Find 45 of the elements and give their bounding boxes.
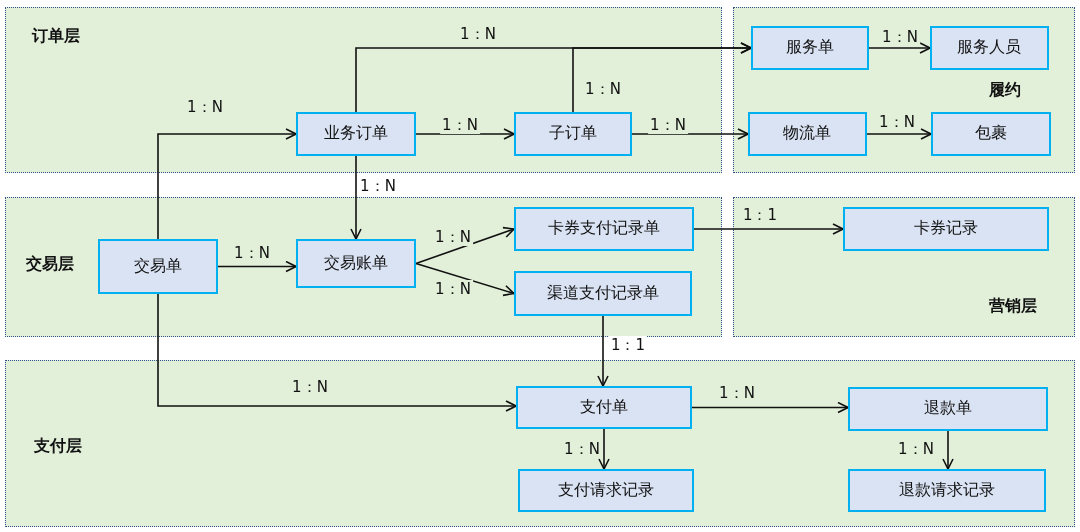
entity-box: 退款请求记录 — [847, 468, 1046, 512]
layer-panel — [5, 7, 722, 173]
arrow — [350, 155, 362, 240]
arrow — [866, 128, 932, 140]
layer-title: 履约 — [989, 80, 1021, 101]
arrow — [415, 262, 515, 297]
arrow — [691, 401, 849, 414]
edge-label: 1：N — [440, 116, 480, 134]
arrow — [157, 293, 517, 412]
arrow — [942, 430, 954, 470]
entity-box: 子订单 — [513, 111, 632, 156]
layer-title: 交易层 — [26, 254, 74, 275]
edge-label: 1：N — [880, 28, 920, 46]
entity-box: 卡券记录 — [842, 206, 1049, 251]
arrow — [597, 315, 609, 387]
arrow — [217, 260, 297, 273]
arrow — [572, 42, 752, 113]
layer-panel — [5, 360, 1075, 527]
entity-box: 渠道支付记录单 — [513, 270, 692, 316]
entity-box: 交易单 — [97, 238, 218, 294]
edge-label: 1：N — [433, 228, 473, 246]
layer-title: 营销层 — [989, 296, 1037, 317]
layer-panel — [733, 7, 1075, 173]
entity-box: 支付单 — [515, 385, 692, 429]
layer-panel — [5, 197, 722, 337]
entity-box: 服务单 — [750, 25, 869, 70]
edge-label: 1：N — [648, 116, 688, 134]
entity-box: 服务人员 — [929, 25, 1049, 70]
arrow — [415, 226, 515, 265]
layer-title: 订单层 — [32, 26, 80, 47]
entity-box: 退款单 — [847, 386, 1048, 431]
layer-panel — [733, 197, 1075, 337]
arrow — [631, 128, 749, 140]
arrow — [868, 42, 931, 54]
arrow — [415, 128, 515, 140]
layer-title: 支付层 — [34, 436, 82, 457]
entity-box: 支付请求记录 — [517, 468, 694, 512]
arrow — [693, 223, 844, 235]
entity-box: 业务订单 — [295, 111, 416, 156]
arrow — [598, 428, 610, 470]
entity-box: 卡券支付记录单 — [513, 206, 694, 251]
entity-box: 交易账单 — [295, 238, 416, 288]
entity-box: 包裹 — [930, 111, 1051, 156]
arrow — [157, 128, 297, 240]
entity-box: 物流单 — [747, 111, 867, 156]
